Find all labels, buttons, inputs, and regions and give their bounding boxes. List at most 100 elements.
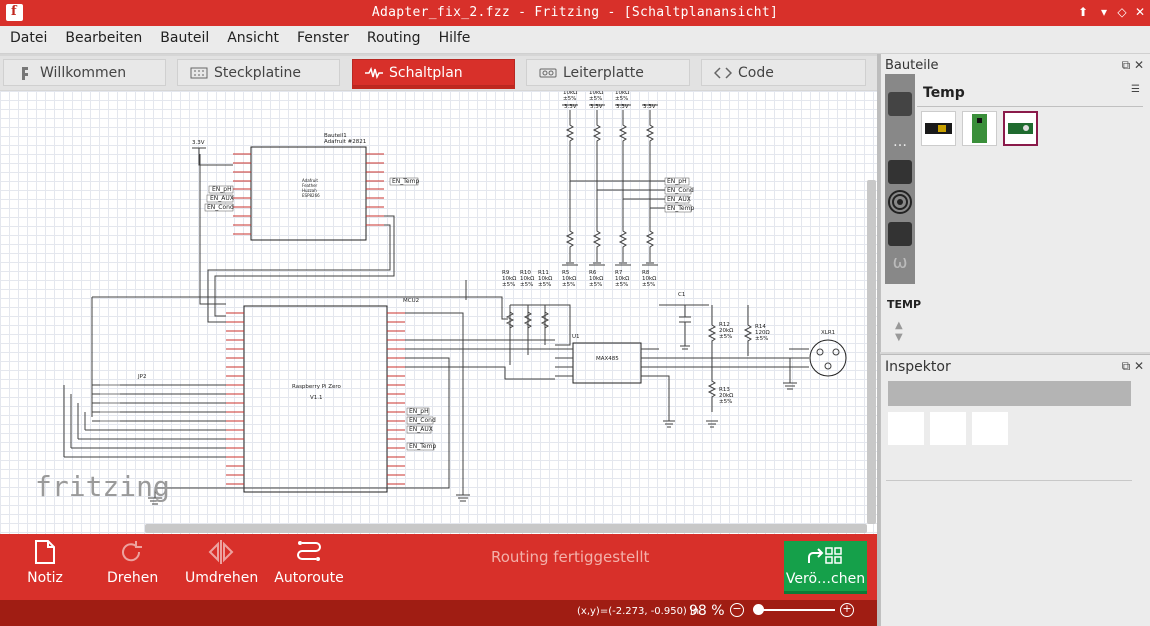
pcb-icon	[539, 68, 557, 78]
selected-bin-label: TEMP	[887, 298, 922, 311]
tab-label: Willkommen	[40, 65, 127, 81]
label-en-temp-2: EN_Temp	[409, 443, 436, 450]
bin-scroll-arrows[interactable]: ▲▼	[895, 320, 903, 343]
view-tabs: Willkommen Steckplatine Schaltplan Leite…	[0, 56, 877, 90]
dock-splitter[interactable]	[877, 54, 880, 626]
label-en-cond-1: EN_Cond	[207, 204, 234, 211]
r14-ref: R14	[755, 324, 766, 330]
r13-val: 20kΩ	[719, 393, 733, 399]
bin-ic-icon[interactable]	[888, 160, 912, 184]
r10-ref: R10	[520, 270, 531, 276]
part-temp-probe[interactable]	[1003, 111, 1038, 146]
part-feather-board[interactable]	[921, 111, 956, 146]
tab-steckplatine[interactable]: Steckplatine	[177, 59, 340, 86]
r10-tol: ±5%	[520, 282, 533, 288]
v33-r6: 3.3V	[590, 104, 603, 110]
bin-core-icon[interactable]	[888, 92, 912, 116]
bin-list[interactable]: … ω	[885, 74, 915, 284]
menu-routing[interactable]: Routing	[366, 30, 421, 46]
v33-r7: 3.3V	[616, 104, 629, 110]
label-en-temp-1: EN_Temp	[392, 178, 419, 185]
tab-leiterplatte[interactable]: Leiterplatte	[526, 59, 690, 86]
inspector-dock-buttons[interactable]: ⧉ ✕	[1121, 359, 1144, 373]
xlr1-label: XLR1	[821, 330, 835, 336]
part-sensor-board[interactable]	[962, 111, 997, 146]
r14-tol: ±5%	[755, 336, 768, 342]
rotate-icon	[122, 541, 142, 562]
adafruit-body-3: Huzzah	[302, 188, 317, 193]
r14-val: 120Ω	[755, 330, 770, 336]
label-en-cond-2: EN_Cond	[409, 417, 436, 424]
code-brackets-icon	[714, 67, 732, 79]
label-en-ph-3: EN_pH	[667, 178, 687, 185]
horizontal-scrollbar[interactable]	[145, 524, 867, 533]
en-labels: EN_pH EN_AUX EN_Cond EN_Temp EN_pH EN_Co…	[204, 177, 694, 451]
keep-above-button[interactable]: ⬆	[1077, 5, 1089, 19]
r6-val: 10kΩ	[589, 276, 603, 282]
v33-r5: 3.3V	[564, 104, 577, 110]
schematic-canvas[interactable]: EN_pH EN_AUX EN_Cond EN_Temp EN_pH EN_Co…	[0, 91, 877, 534]
note-icon	[35, 540, 55, 564]
autoroute-button[interactable]: Autoroute	[274, 538, 344, 586]
flip-button[interactable]: Umdrehen	[185, 538, 258, 586]
menu-fenster[interactable]: Fenster	[296, 30, 349, 46]
menu-datei[interactable]: Datei	[10, 30, 48, 46]
r10-val: 10kΩ	[520, 276, 534, 282]
bin-temp-icon[interactable]: ω	[892, 252, 908, 273]
bin-title: Temp	[923, 85, 965, 101]
v33-r8: 3.3V	[643, 104, 656, 110]
minimize-button[interactable]: ▾	[1100, 5, 1108, 19]
label-en-aux-3: EN_AUX	[667, 196, 691, 203]
c1-label: C1	[678, 292, 685, 298]
rotate-button[interactable]: Drehen	[107, 538, 158, 586]
menu-bauteil[interactable]: Bauteil	[160, 30, 210, 46]
bin-mind-icon[interactable]	[888, 222, 912, 246]
more-icon[interactable]: …	[893, 134, 907, 150]
inspector-title-field	[888, 381, 1131, 406]
maximize-button[interactable]: ◇	[1117, 5, 1127, 19]
r5-top-tol: ±5%	[563, 96, 576, 102]
label-en-aux-1: EN_AUX	[210, 195, 234, 202]
schematic-drawing: EN_pH EN_AUX EN_Cond EN_Temp EN_pH EN_Co…	[35, 91, 847, 505]
zoom-slider-handle[interactable]	[753, 604, 764, 615]
r11-ref: R11	[538, 270, 549, 276]
tab-label: Code	[738, 65, 774, 81]
bottom-toolbar: Notiz Drehen Umdrehen Autoroute Routing …	[0, 534, 877, 600]
flip-icon	[208, 540, 234, 564]
r7-val: 10kΩ	[615, 276, 629, 282]
bin-menu-icon[interactable]: ☰	[1131, 84, 1140, 95]
publish-label: Verö…chen	[785, 571, 866, 587]
r12-val: 20kΩ	[719, 328, 733, 334]
r7-tol: ±5%	[615, 282, 628, 288]
r6-tol: ±5%	[589, 282, 602, 288]
rpi-ref: MCU2	[403, 298, 419, 304]
r9-val: 10kΩ	[502, 276, 516, 282]
menu-hilfe[interactable]: Hilfe	[438, 30, 471, 46]
note-button[interactable]: Notiz	[27, 538, 63, 586]
bin-wireless-icon[interactable]	[888, 190, 912, 214]
publish-button[interactable]: Verö…chen	[784, 541, 867, 594]
zoom-out-button[interactable]: −	[730, 603, 744, 617]
tab-label: Steckplatine	[214, 65, 302, 81]
r8-val: 10kΩ	[642, 276, 656, 282]
vertical-scrollbar[interactable]	[867, 180, 876, 524]
schematic-wave-icon	[365, 66, 383, 80]
r13-ref: R13	[719, 387, 730, 393]
tab-code[interactable]: Code	[701, 59, 866, 86]
inspector-breadboard-image	[888, 412, 924, 445]
r6-ref: R6	[589, 270, 597, 276]
tab-schaltplan[interactable]: Schaltplan	[352, 59, 515, 89]
menu-ansicht[interactable]: Ansicht	[227, 30, 279, 46]
fritzing-f-icon	[22, 67, 28, 80]
close-window-button[interactable]: ✕	[1134, 5, 1146, 19]
autoroute-icon	[297, 541, 321, 561]
r13-tol: ±5%	[719, 399, 732, 405]
r12-tol: ±5%	[719, 334, 732, 340]
parts-dock-buttons[interactable]: ⧉ ✕	[1121, 58, 1144, 72]
menu-bearbeiten[interactable]: Bearbeiten	[65, 30, 143, 46]
tab-willkommen[interactable]: Willkommen	[3, 59, 166, 86]
zoom-slider[interactable]	[755, 609, 835, 611]
zoom-in-button[interactable]: +	[840, 603, 854, 617]
bin-divider	[917, 106, 1143, 107]
parts-panel: Bauteile ⧉ ✕ … ω TEMP ▲▼ Temp ☰	[880, 54, 1150, 352]
